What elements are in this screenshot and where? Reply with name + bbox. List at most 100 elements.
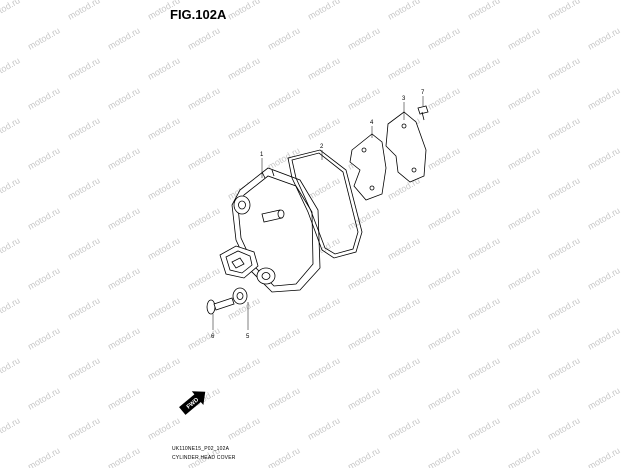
watermark-text: motod.ru — [426, 325, 462, 351]
watermark-text: motod.ru — [546, 0, 582, 22]
figure-caption: CYLINDER HEAD COVER — [172, 455, 236, 461]
watermark-text: motod.ru — [346, 385, 382, 411]
watermark-text: motod.ru — [586, 85, 622, 111]
watermark-text: motod.ru — [506, 265, 542, 291]
watermark-text: motod.ru — [346, 25, 382, 51]
watermark-text: motod.ru — [106, 445, 142, 468]
watermark-text: motod.ru — [266, 445, 302, 468]
watermark-text: motod.ru — [346, 445, 382, 468]
watermark-text: motod.ru — [306, 415, 342, 441]
watermark-text: motod.ru — [466, 355, 502, 381]
watermark-text: motod.ru — [266, 85, 302, 111]
callout-6: 6 — [211, 334, 215, 340]
watermark-text: motod.ru — [546, 115, 582, 141]
watermark-text: motod.ru — [146, 415, 182, 441]
watermark-text: motod.ru — [466, 0, 502, 22]
watermark-text: motod.ru — [506, 25, 542, 51]
watermark-text: motod.ru — [186, 85, 222, 111]
watermark-text: motod.ru — [106, 85, 142, 111]
watermark-text: motod.ru — [106, 265, 142, 291]
watermark-text: motod.ru — [106, 145, 142, 171]
watermark-text: motod.ru — [426, 85, 462, 111]
watermark-text: motod.ru — [426, 265, 462, 291]
watermark-text: motod.ru — [466, 235, 502, 261]
watermark-text: motod.ru — [0, 295, 22, 321]
watermark-text: motod.ru — [186, 205, 222, 231]
watermark-text: motod.ru — [306, 115, 342, 141]
watermark-text: motod.ru — [26, 145, 62, 171]
watermark-text: motod.ru — [106, 385, 142, 411]
watermark-text: motod.ru — [586, 145, 622, 171]
watermark-text: motod.ru — [386, 415, 422, 441]
watermark-text: motod.ru — [306, 355, 342, 381]
watermark-text: motod.ru — [546, 235, 582, 261]
watermark-text: motod.ru — [26, 445, 62, 468]
watermark-text: motod.ru — [266, 25, 302, 51]
watermark-text: motod.ru — [226, 115, 262, 141]
watermark-text: motod.ru — [346, 85, 382, 111]
watermark-text: motod.ru — [506, 85, 542, 111]
watermark-text: motod.ru — [226, 55, 262, 81]
watermark-text: motod.ru — [546, 55, 582, 81]
watermark-text: motod.ru — [66, 55, 102, 81]
watermark-text: motod.ru — [586, 265, 622, 291]
figure-title: FIG.102A — [170, 7, 227, 22]
watermark-text: motod.ru — [426, 205, 462, 231]
watermark-text: motod.ru — [466, 175, 502, 201]
watermark-text: motod.ru — [586, 205, 622, 231]
watermark-text: motod.ru — [106, 325, 142, 351]
watermark-text: motod.ru — [426, 25, 462, 51]
watermark-text: motod.ru — [26, 385, 62, 411]
washer-5-part[interactable] — [232, 287, 248, 305]
watermark-text: motod.ru — [506, 385, 542, 411]
watermark-text: motod.ru — [386, 235, 422, 261]
watermark-text: motod.ru — [146, 0, 182, 22]
watermark-text: motod.ru — [226, 355, 262, 381]
watermark-text: motod.ru — [146, 235, 182, 261]
watermark-text: motod.ru — [506, 145, 542, 171]
watermark-text: motod.ru — [66, 175, 102, 201]
watermark-text: motod.ru — [186, 265, 222, 291]
watermark-text: motod.ru — [266, 385, 302, 411]
watermark-text: motod.ru — [26, 85, 62, 111]
watermark-text: motod.ru — [226, 0, 262, 22]
watermark-text: motod.ru — [0, 415, 22, 441]
watermark-text: motod.ru — [586, 325, 622, 351]
bolt-7-part[interactable] — [417, 105, 429, 121]
watermark-text: motod.ru — [306, 175, 342, 201]
watermark-text: motod.ru — [146, 175, 182, 201]
watermark-text: motod.ru — [266, 325, 302, 351]
watermark-text: motod.ru — [146, 295, 182, 321]
watermark-text: motod.ru — [546, 295, 582, 321]
bolt-6-part[interactable] — [206, 297, 235, 315]
watermark-text: motod.ru — [586, 445, 622, 468]
watermark-text: motod.ru — [306, 55, 342, 81]
watermark-text: motod.ru — [146, 355, 182, 381]
watermark-text: motod.ru — [546, 175, 582, 201]
cylinder-head-cover-part[interactable] — [219, 167, 321, 293]
watermark-text: motod.ru — [506, 445, 542, 468]
watermark-text: motod.ru — [546, 355, 582, 381]
watermark-text: motod.ru — [146, 115, 182, 141]
watermark-text: motod.ru — [466, 415, 502, 441]
watermark-text: motod.ru — [346, 325, 382, 351]
watermark-text: motod.ru — [66, 415, 102, 441]
watermark-text: motod.ru — [0, 55, 22, 81]
callout-5: 5 — [246, 334, 250, 340]
watermark-text: motod.ru — [186, 145, 222, 171]
watermark-text: motod.ru — [66, 355, 102, 381]
breather-plate-part[interactable] — [385, 111, 427, 183]
watermark-text: motod.ru — [66, 235, 102, 261]
watermark-text: motod.ru — [0, 0, 22, 22]
cover-plate-part[interactable] — [349, 133, 387, 201]
watermark-text: motod.ru — [106, 25, 142, 51]
watermark-text: motod.ru — [26, 25, 62, 51]
watermark-text: motod.ru — [546, 415, 582, 441]
watermark-text: motod.ru — [386, 355, 422, 381]
watermark-text: motod.ru — [0, 235, 22, 261]
callout-2: 2 — [320, 144, 324, 150]
cover-gasket-part[interactable] — [287, 149, 363, 259]
watermark-text: motod.ru — [0, 115, 22, 141]
figure-code: UK110NE15_P02_102A — [172, 446, 230, 452]
